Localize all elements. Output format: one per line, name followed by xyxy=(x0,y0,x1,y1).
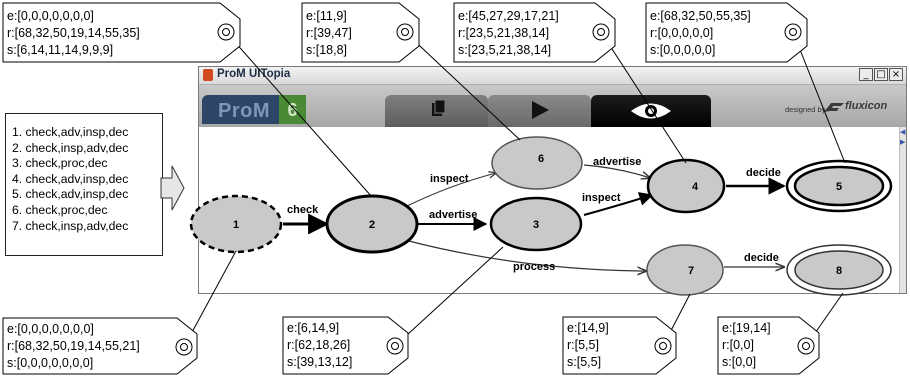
state-1[interactable] xyxy=(189,194,283,254)
tag-line: e:[11,9] xyxy=(306,9,347,23)
tag-line: s:[18,8] xyxy=(306,43,347,57)
prom-logo-text: ProM xyxy=(218,100,270,122)
fluxicon-brand: fluxicon xyxy=(845,100,888,112)
tag-state-1: e:[0,0,0,0,0,0,0] r:[68,32,50,19,14,55,2… xyxy=(2,317,198,375)
fluxicon-logo-icon xyxy=(824,103,844,112)
tag-line: r:[0,0] xyxy=(722,338,754,352)
tag-connector xyxy=(225,31,373,198)
state-2[interactable] xyxy=(325,194,419,254)
scroll-up-icon[interactable]: ◀ xyxy=(900,129,906,136)
state-3[interactable] xyxy=(489,196,583,252)
tag-line: s:[0,0,0,0,0] xyxy=(650,43,715,57)
state-label: 8 xyxy=(836,265,842,277)
tab-actions[interactable] xyxy=(488,95,591,127)
designed-by-label: designed by xyxy=(785,105,826,114)
edge-process-2-7 xyxy=(404,239,646,271)
tag-state-4: e:[45,27,29,17,21] r:[23,5,21,38,14] s:[… xyxy=(453,2,616,63)
trace-line: 4. check,adv,insp,dec xyxy=(12,171,129,186)
vertical-scrollbar[interactable] xyxy=(899,127,906,293)
tag-state-6: e:[11,9] r:[39,47] s:[18,8] xyxy=(301,2,420,63)
tag-line: s:[6,14,11,14,9,9,9] xyxy=(7,43,113,57)
tag-line: s:[0,0] xyxy=(722,355,756,369)
state-label: 4 xyxy=(692,181,699,193)
scroll-down-icon[interactable]: ▶ xyxy=(900,139,906,146)
state-label: 3 xyxy=(533,219,539,231)
state-label: 1 xyxy=(233,219,239,231)
tag-line: r:[68,32,50,19,14,55,21] xyxy=(7,339,140,353)
edge-label-process: process xyxy=(513,261,555,273)
tag-line: e:[6,14,9] xyxy=(287,321,339,335)
play-icon xyxy=(532,101,549,119)
trace-line: 2. check,insp,adv,dec xyxy=(12,140,129,155)
documents-icon xyxy=(432,99,446,116)
trace-line: 1. check,adv,insp,dec xyxy=(12,125,129,139)
tag-line: e:[0,0,0,0,0,0,0] xyxy=(7,322,94,336)
trace-log-box: 1. check,adv,insp,dec 2. check,insp,adv,… xyxy=(5,113,163,256)
tag-line: s:[0,0,0,0,0,0,0] xyxy=(7,356,93,370)
tag-state-7: e:[14,9] r:[5,5] s:[5,5] xyxy=(562,316,677,375)
minimize-button[interactable]: _ xyxy=(859,68,873,81)
edge-label-advertise: advertise xyxy=(429,209,477,221)
state-6[interactable] xyxy=(491,136,583,190)
window-title: ProM UITopia xyxy=(217,68,291,80)
tag-line: r:[5,5] xyxy=(567,338,599,352)
tag-line: s:[39,13,12] xyxy=(287,355,352,369)
tag-state-2: e:[0,0,0,0,0,0,0] r:[68,32,50,19,14,55,3… xyxy=(2,2,241,63)
window-titlebar[interactable]: ProM UITopia _ □ × xyxy=(199,67,906,85)
tab-views[interactable] xyxy=(591,95,711,127)
tag-state-5: e:[68,32,50,55,35] r:[0,0,0,0,0] s:[0,0,… xyxy=(645,2,808,63)
prom-logo: ProM xyxy=(202,95,286,124)
trace-line: 3. check,proc,dec xyxy=(12,156,108,171)
tag-state-8: e:[19,14] r:[0,0] s:[0,0] xyxy=(717,316,820,375)
maximize-button[interactable]: □ xyxy=(874,68,888,81)
state-label: 5 xyxy=(836,181,842,193)
tag-line: s:[5,5] xyxy=(567,355,601,369)
close-button[interactable]: × xyxy=(889,68,903,81)
tag-line: r:[23,5,21,38,14] xyxy=(458,26,549,40)
state-7[interactable] xyxy=(646,244,724,296)
state-label: 2 xyxy=(369,219,375,231)
tag-connector xyxy=(600,31,687,164)
prom-version-badge: 6 xyxy=(279,95,306,124)
input-arrow-icon xyxy=(160,165,185,211)
tag-connector xyxy=(394,246,504,347)
tag-line: r:[39,47] xyxy=(306,26,352,40)
edge-label-advertise: advertise xyxy=(593,156,641,168)
state-4[interactable] xyxy=(646,158,726,214)
tab-workspace[interactable] xyxy=(385,95,488,127)
trace-line: 5. check,adv,insp,dec xyxy=(12,187,129,202)
edge-label-decide: decide xyxy=(744,252,779,264)
state-label: 7 xyxy=(688,265,694,277)
tag-line: e:[14,9] xyxy=(567,321,609,335)
tag-connector xyxy=(404,31,521,141)
tag-line: e:[0,0,0,0,0,0,0] xyxy=(7,9,94,23)
edge-label-check: check xyxy=(287,204,319,216)
state-label: 6 xyxy=(538,153,544,165)
edge-label-decide: decide xyxy=(746,167,781,179)
main-toolbar: ProM 6 designed by fluxicon xyxy=(199,85,906,127)
edge-label-inspect: inspect xyxy=(582,192,621,204)
tag-connector xyxy=(792,31,846,164)
tag-state-3: e:[6,14,9] r:[62,18,26] s:[39,13,12] xyxy=(282,316,409,375)
edge-advertise-6-4 xyxy=(583,164,650,178)
edge-inspect-2-6 xyxy=(404,173,496,208)
edge-label-inspect: inspect xyxy=(430,173,469,185)
tag-line: e:[68,32,50,55,35] xyxy=(650,9,751,23)
java-app-icon xyxy=(203,69,213,81)
tag-line: e:[45,27,29,17,21] xyxy=(458,9,559,23)
tag-line: e:[19,14] xyxy=(722,321,771,335)
tag-line: r:[62,18,26] xyxy=(287,338,350,352)
tag-line: r:[68,32,50,19,14,55,35] xyxy=(7,26,140,40)
trace-line: 6. check,proc,dec xyxy=(12,202,108,217)
tag-line: r:[0,0,0,0,0] xyxy=(650,26,713,40)
state-8[interactable] xyxy=(794,250,884,290)
trace-line: 7. check,insp,adv,dec xyxy=(12,218,129,233)
state-5[interactable] xyxy=(793,165,885,207)
tag-line: s:[23,5,21,38,14] xyxy=(458,43,551,57)
edge-inspect-3-4 xyxy=(583,192,654,216)
